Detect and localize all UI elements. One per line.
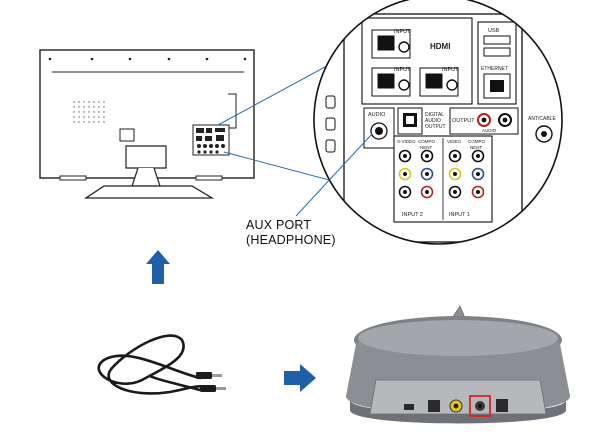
input2-label: INPUT 2 xyxy=(402,212,423,218)
speaker-base-device xyxy=(346,305,570,424)
hdmi-input-label-3: INPUT xyxy=(442,67,459,73)
svideo-label: S-VIDEO xyxy=(397,139,416,144)
input1-label: INPUT 1 xyxy=(449,212,470,218)
ethernet-label: ETHERNET xyxy=(481,66,508,72)
digital-audio-label: DIGITAL xyxy=(425,112,444,118)
callout-line-1: AUX PORT xyxy=(246,218,312,232)
audio-cable xyxy=(97,334,210,395)
right-arrow-icon xyxy=(284,364,316,392)
zoomed-connector-panel: INPUT INPUT INPUT HDMI USB ETHERNET AUDI… xyxy=(314,0,562,244)
aux-port-highlight xyxy=(469,395,491,417)
aux-port-callout: AUX PORT (HEADPHONE) xyxy=(246,218,336,248)
callout-line-2: (HEADPHONE) xyxy=(246,233,336,247)
hdmi-input-label-2: INPUT xyxy=(394,67,411,73)
cable-plug-a xyxy=(196,372,222,379)
usb-label: USB xyxy=(488,28,500,34)
hdmi-logo: HDMI xyxy=(430,42,450,51)
ant-cable-label: ANT/CABLE xyxy=(528,116,556,122)
output-label: OUTPUT xyxy=(452,118,475,124)
svg-text:AUDIO: AUDIO xyxy=(425,118,441,124)
tv-vent-grid xyxy=(73,101,105,123)
svg-text:NENT: NENT xyxy=(420,145,433,150)
output-audio-label: AUDIO xyxy=(482,128,497,133)
svg-text:VIDEO: VIDEO xyxy=(447,139,462,144)
hdmi-input-label: INPUT xyxy=(394,29,411,35)
hdmi-port xyxy=(371,29,459,97)
svg-text:OUTPUT: OUTPUT xyxy=(425,124,446,130)
svg-text:NENT: NENT xyxy=(470,145,483,150)
svg-text:COMPO: COMPO xyxy=(418,139,436,144)
cable-plug-b xyxy=(200,385,226,392)
up-arrow-icon xyxy=(146,250,170,284)
audio-label: AUDIO xyxy=(368,112,386,118)
svg-text:COMPO: COMPO xyxy=(468,139,486,144)
tv-back-view xyxy=(39,49,255,199)
